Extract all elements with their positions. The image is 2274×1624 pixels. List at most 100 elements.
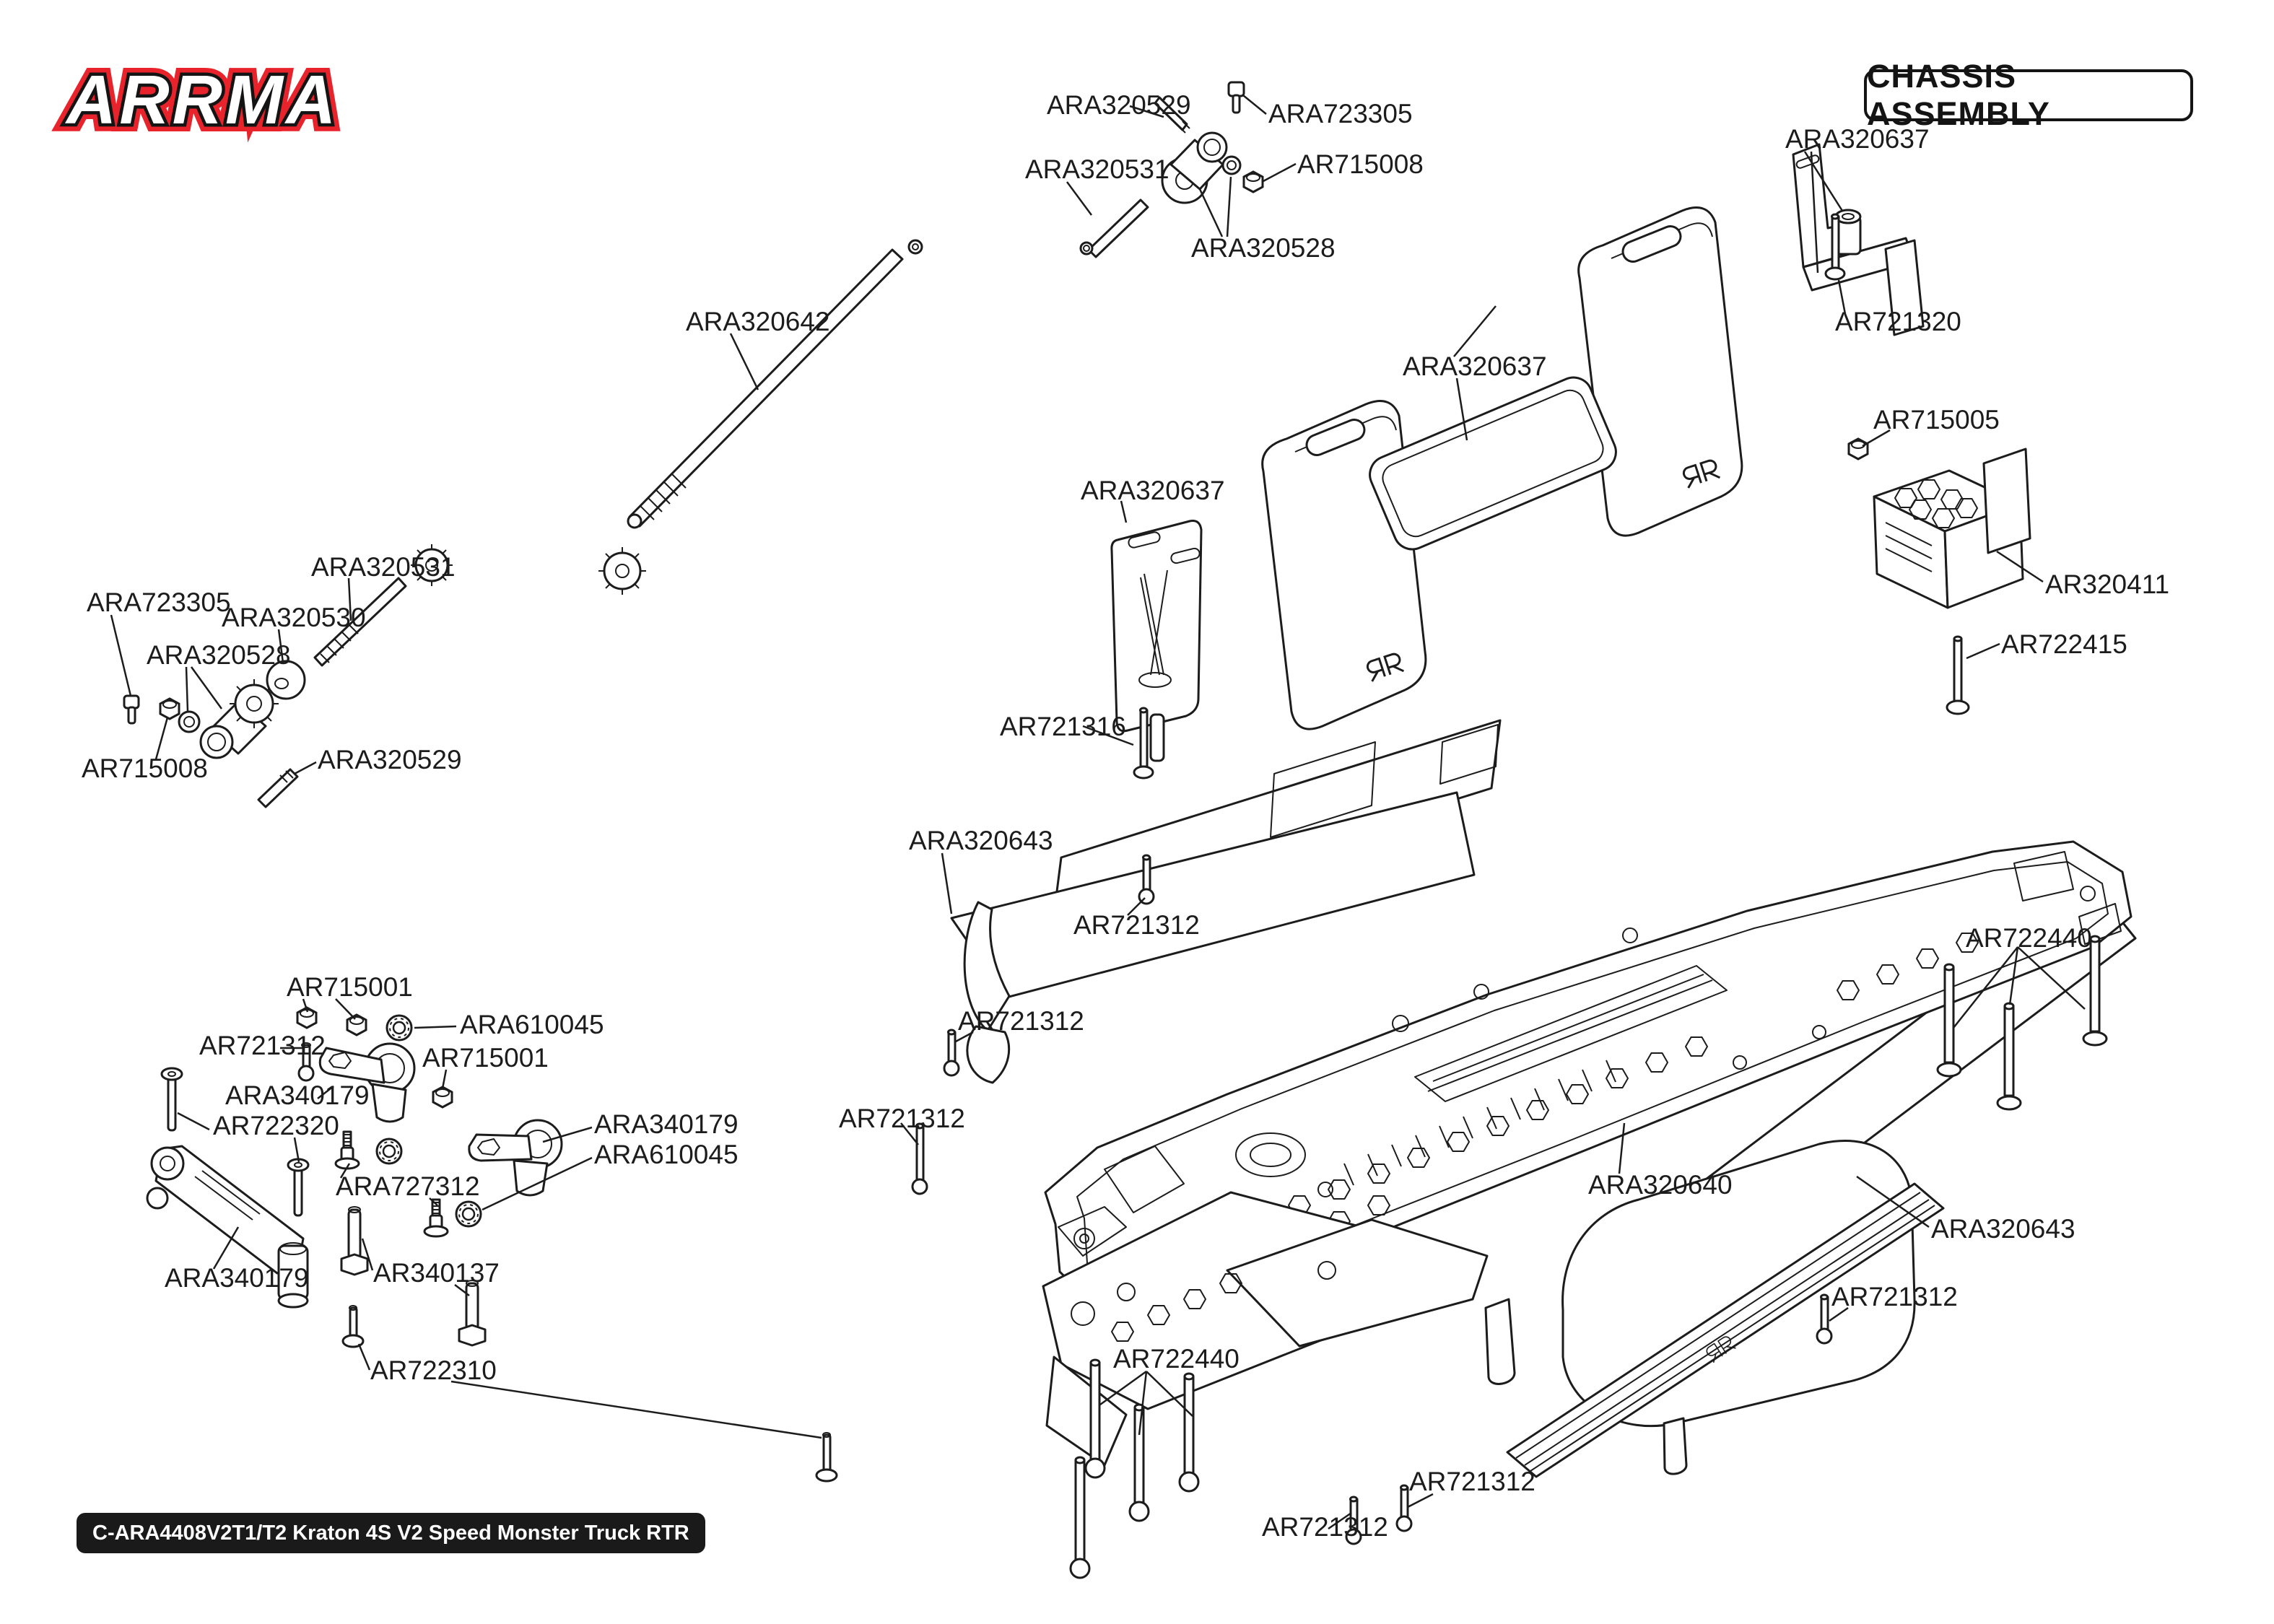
slider-cluster-left <box>123 544 453 808</box>
leader-line <box>190 666 223 710</box>
leader-line <box>361 1238 374 1271</box>
leader-line <box>1953 946 2018 1029</box>
arrma-logo-stroke: ARRMA <box>63 58 339 142</box>
part-label: ARA320643 <box>1931 1214 2075 1244</box>
leader-line <box>2017 946 2086 1010</box>
arrma-logo: ARRMA ARRMA ARRMA <box>58 53 442 147</box>
leader-line <box>441 1069 448 1089</box>
leader-line <box>185 666 189 712</box>
part-label: AR721312 <box>1073 910 1200 940</box>
part-label: AR721312 <box>1831 1282 1958 1311</box>
leader-line <box>2008 946 2019 1005</box>
leader-line <box>1138 1371 1148 1436</box>
steering-cluster <box>146 1006 838 1483</box>
part-label: ARA320529 <box>1047 90 1191 120</box>
part-label: AR721316 <box>1000 712 1126 741</box>
leader-line <box>1198 188 1224 237</box>
lock-nut <box>1847 437 1869 460</box>
part-label: ARA320531 <box>311 552 456 582</box>
part-label: AR715008 <box>1297 149 1424 179</box>
leader-line <box>900 1122 919 1145</box>
part-label: AR722310 <box>370 1355 497 1385</box>
leader-line <box>1996 550 2044 583</box>
leader-line <box>1862 429 1891 448</box>
shoulder-screw <box>423 1198 449 1238</box>
part-label: ARA727312 <box>336 1171 480 1201</box>
part-label: AR721312 <box>839 1104 965 1133</box>
leader-line <box>1829 1306 1849 1322</box>
leader-line <box>212 1226 240 1270</box>
part-label: ARA320529 <box>318 745 462 774</box>
leader-line <box>482 1156 593 1211</box>
leader-line <box>1453 305 1497 357</box>
leader-line <box>1966 642 2000 660</box>
leader-line <box>414 1025 457 1029</box>
part-label: AR722440 <box>1966 923 2092 953</box>
part-label: AR722415 <box>2001 629 2127 659</box>
spline-knob-small <box>411 544 453 586</box>
leader-line <box>1618 1122 1626 1174</box>
footer-model-badge: C-ARA4408V2T1/T2 Kraton 4S V2 Speed Mons… <box>77 1513 705 1553</box>
flat-head-screw <box>160 1067 183 1132</box>
leader-line <box>1837 279 1847 315</box>
leader-line <box>277 629 284 663</box>
leader-line <box>1146 1371 1193 1417</box>
leader-line <box>1082 725 1134 746</box>
leader-line <box>154 717 169 760</box>
part-label: ARA340179 <box>225 1081 370 1110</box>
leader-line <box>1856 1175 1930 1228</box>
leader-line <box>357 1343 371 1371</box>
chassis-side-plate-left <box>950 791 1476 1084</box>
leader-line <box>1810 151 1819 274</box>
leader-line <box>335 998 356 1020</box>
arrma-logo-text: ARRMA <box>66 61 339 139</box>
leader-line <box>294 761 317 775</box>
spline-knob <box>598 547 646 595</box>
leader-line <box>542 1126 593 1143</box>
leader-line <box>1099 1370 1147 1406</box>
part-label: AR340137 <box>373 1258 500 1288</box>
part-label: ARA320637 <box>1785 124 1930 154</box>
part-label: ARA610045 <box>594 1140 739 1169</box>
part-label: AR721312 <box>958 1006 1084 1036</box>
part-label: ARA320530 <box>222 603 366 632</box>
steering-arm <box>318 1042 416 1123</box>
part-label: AR721312 <box>1409 1467 1535 1496</box>
hinge-pins <box>911 213 2108 1579</box>
leader-line <box>347 577 352 621</box>
leader-line <box>1242 95 1267 115</box>
battery-box-right <box>1577 206 1743 537</box>
flat-head-screw <box>287 1158 310 1217</box>
part-label: ARA723305 <box>1268 99 1413 128</box>
page-title: CHASSIS ASSEMBLY <box>1864 58 2193 132</box>
arrma-logo-outline: ARRMA <box>58 53 344 147</box>
button-screw <box>815 1432 838 1483</box>
receiver-box <box>1873 448 2031 609</box>
button-screw <box>341 1305 365 1348</box>
part-label: ARA320637 <box>1081 476 1225 505</box>
rear-guard-plate <box>1484 1140 1916 1475</box>
part-label: AR721312 <box>199 1031 326 1060</box>
part-label: ARA320643 <box>909 826 1053 855</box>
leader-line <box>729 333 759 390</box>
cap-screw <box>297 1042 315 1082</box>
leader-line <box>1226 176 1232 237</box>
part-label: AR715005 <box>1873 405 2000 435</box>
leader-line <box>1261 162 1297 183</box>
leader-line <box>429 1197 438 1206</box>
part-label: AR721320 <box>1835 307 1961 336</box>
leader-line <box>1129 105 1164 118</box>
leader-line <box>941 852 953 914</box>
rr-logo-icon <box>1706 1336 1736 1363</box>
chassis-skid-rail <box>1506 1182 1945 1478</box>
part-label: AR715001 <box>422 1043 549 1073</box>
leader-line <box>302 998 309 1013</box>
footer-model-text: C-ARA4408V2T1/T2 Kraton 4S V2 Speed Mons… <box>92 1521 689 1545</box>
part-label: AR715001 <box>287 972 413 1002</box>
leader-line <box>110 614 132 697</box>
part-label: AR715008 <box>82 754 208 783</box>
leader-line <box>1328 1511 1352 1530</box>
